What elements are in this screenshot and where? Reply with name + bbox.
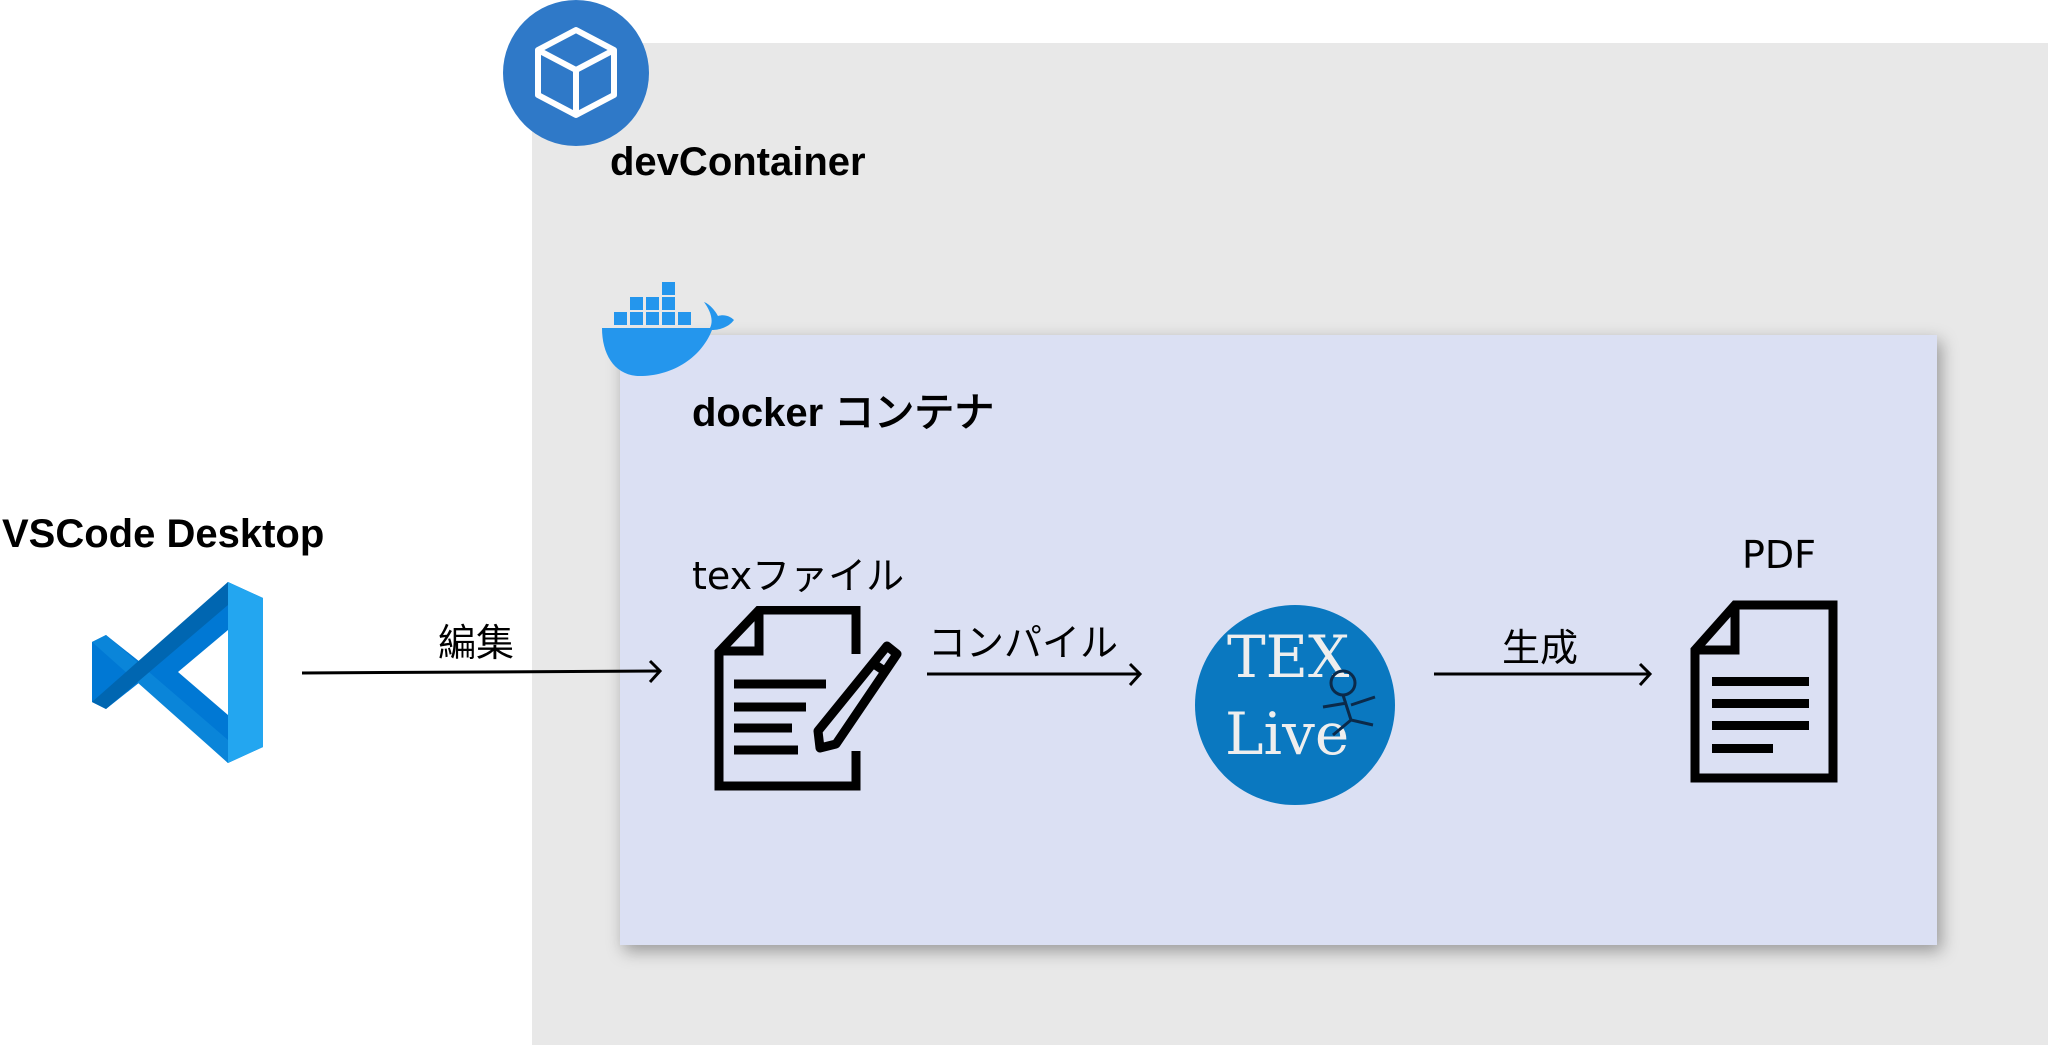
document-edit-icon bbox=[714, 605, 904, 796]
arrow-generate bbox=[1434, 662, 1653, 687]
edge-label-generate: 生成 bbox=[1502, 626, 1579, 670]
vscode-title: VSCode Desktop bbox=[2, 512, 325, 556]
edge-label-edit: 編集 bbox=[438, 621, 515, 665]
document-icon bbox=[1690, 600, 1840, 790]
edge-label-compile: コンパイル bbox=[928, 621, 1119, 665]
vscode-logo-icon bbox=[88, 580, 273, 770]
cube-icon bbox=[503, 0, 649, 146]
texlive-tex-text: TEX bbox=[1227, 623, 1350, 691]
texlive-logo-icon: TEX Live bbox=[1195, 605, 1395, 805]
pdf-label: PDF bbox=[1742, 533, 1817, 577]
arrow-edit bbox=[301, 659, 663, 684]
arrow-compile bbox=[927, 662, 1143, 687]
devcontainer-title: devContainer bbox=[610, 140, 866, 184]
docker-title: docker コンテナ bbox=[692, 391, 995, 435]
docker-whale-icon bbox=[600, 280, 735, 385]
tex-file-label: texファイル bbox=[692, 554, 905, 598]
running-lion-icon bbox=[1322, 669, 1376, 737]
texlive-live-text: Live bbox=[1225, 700, 1350, 768]
